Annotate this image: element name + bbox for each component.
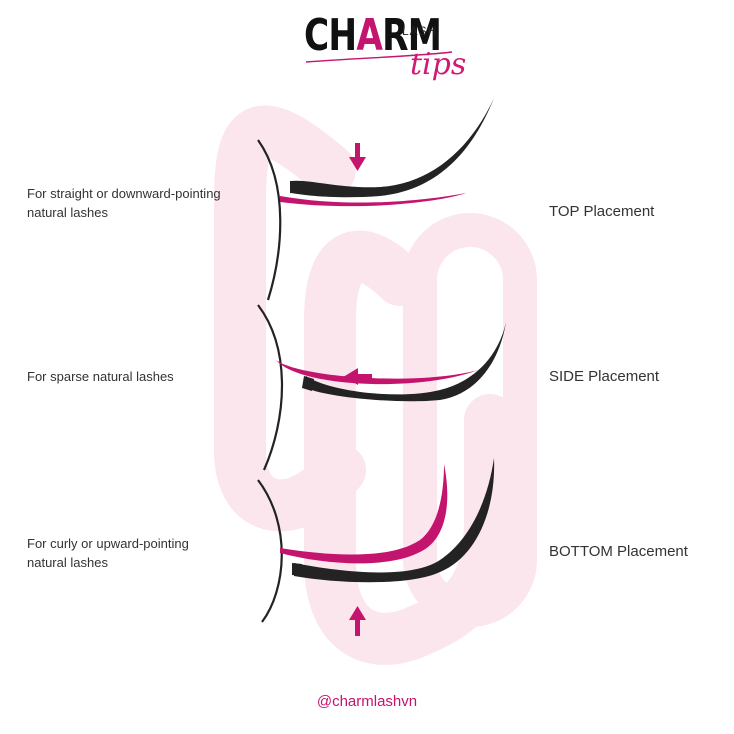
arrow-left-icon (344, 368, 372, 385)
side-description: For sparse natural lashes (27, 369, 174, 384)
natural-lash (280, 464, 448, 564)
logo-word-start: CH (304, 10, 357, 61)
logo-word-end: RM (382, 10, 442, 61)
bottom-placement-figure (257, 458, 495, 623)
eyelid-curve (257, 139, 282, 301)
extension-base (290, 181, 300, 193)
eyelid-curve (257, 479, 283, 623)
logo-tips-text: tips (410, 47, 467, 82)
extension-lash (294, 458, 495, 583)
bottom-placement-label: BOTTOM Placement (549, 543, 688, 560)
side-placement-label: SIDE Placement (549, 368, 660, 385)
extension-base (292, 563, 302, 576)
arrow-up-icon (349, 606, 366, 636)
arrow-down-icon (349, 143, 366, 171)
natural-lash (280, 193, 466, 207)
social-handle[interactable]: @charmlashvn (316, 693, 418, 710)
logo-lash-text: LASH (402, 24, 438, 38)
extension-lash (291, 98, 494, 198)
bottom-description: For curly or upward-pointing natural las… (27, 536, 189, 570)
top-placement-figure (257, 98, 494, 301)
logo-word-accent: A (356, 10, 383, 61)
side-placement-figure (257, 304, 506, 471)
extension-base (302, 376, 314, 391)
top-placement-label: TOP Placement (549, 203, 655, 220)
brand-logo: CHARM (304, 14, 442, 58)
top-description: For straight or downward-pointing natura… (27, 186, 221, 220)
extension-lash (306, 322, 506, 402)
eyelid-curve (257, 304, 284, 471)
natural-lash (276, 360, 478, 385)
